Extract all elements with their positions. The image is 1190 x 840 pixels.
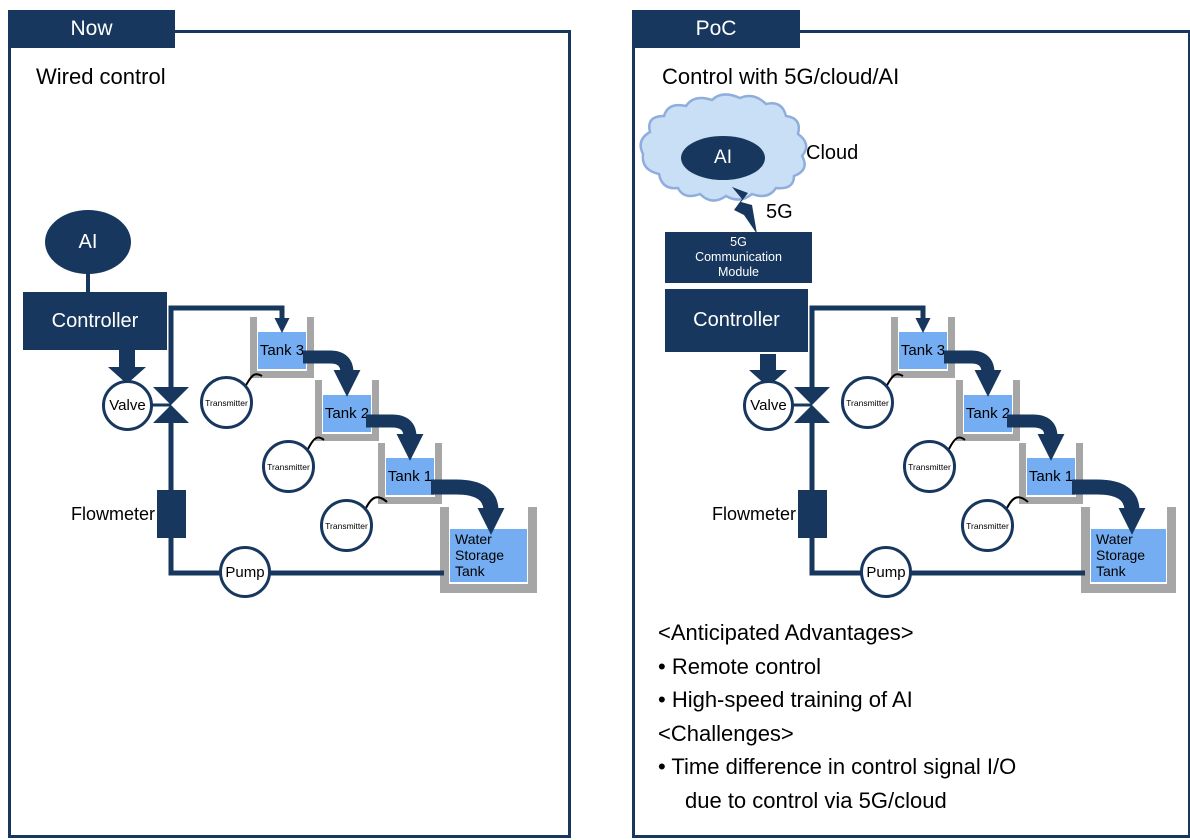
transmitter-label: Transmitter (267, 461, 310, 472)
poc-panel-title: Control with 5G/cloud/AI (662, 64, 900, 89)
module-label-line: Module (718, 265, 759, 279)
transmitter-label: Transmitter (205, 397, 248, 408)
tank-water: Tank 3 (258, 332, 306, 369)
tank-water: Tank 1 (386, 458, 434, 495)
now-tab-label: Now (70, 17, 113, 40)
tank-water: Water Storage Tank (450, 529, 527, 582)
transmitter-circle: Transmitter (262, 440, 315, 493)
storage-label-line: Water (1096, 531, 1133, 547)
tank-2: Tank 2 (956, 380, 1020, 441)
water-storage-tank: Water Storage Tank (440, 507, 537, 593)
tank-1: Tank 1 (1019, 443, 1083, 504)
flowmeter-label: Flowmeter (70, 504, 155, 524)
transmitter-circle: Transmitter (841, 376, 894, 429)
pump-circle: Pump (219, 546, 271, 598)
tank-2-label: Tank 2 (965, 405, 1011, 422)
cloud-label: Cloud (806, 142, 859, 164)
tank-3-label: Tank 3 (259, 342, 305, 359)
module-label-line: 5G (730, 235, 747, 249)
poc-tab-label: PoC (695, 17, 737, 40)
advantage-item: • Remote control (658, 653, 821, 679)
storage-label-line: Storage (1096, 547, 1146, 563)
tank-1-label: Tank 1 (387, 468, 433, 485)
storage-label-line: Tank (1096, 563, 1126, 579)
transmitter-label: Transmitter (846, 397, 889, 408)
5g-communication-module-box: 5G Communication Module (665, 232, 812, 283)
transmitter-circle: Transmitter (961, 499, 1014, 552)
tank-2: Tank 2 (315, 380, 379, 441)
advantages-header: <Anticipated Advantages> (658, 620, 914, 645)
tank-water: Tank 1 (1027, 458, 1075, 495)
transmitter-circle: Transmitter (320, 499, 373, 552)
controller-label: Controller (51, 309, 139, 332)
cloud-ai-node: AI (681, 136, 765, 180)
valve-label: Valve (750, 397, 787, 414)
advantage-item: • High-speed training of AI (658, 687, 913, 712)
storage-label-line: Storage (455, 547, 505, 563)
storage-label-line: Tank (455, 563, 485, 579)
challenge-item-continued: due to control via 5G/cloud (685, 787, 947, 813)
tank-water: Water Storage Tank (1091, 529, 1166, 582)
flowmeter-box (157, 490, 186, 538)
flowmeter-box (798, 490, 827, 538)
tank-1: Tank 1 (378, 443, 442, 504)
tank-3-label: Tank 3 (900, 342, 946, 359)
now-panel (8, 30, 571, 838)
poc-tab: PoC (632, 10, 800, 48)
tank-3: Tank 3 (891, 317, 955, 378)
transmitter-circle: Transmitter (200, 376, 253, 429)
tank-2-label: Tank 2 (324, 405, 370, 422)
tank-water: Tank 2 (964, 395, 1012, 432)
network-5g-label: 5G (766, 201, 793, 223)
transmitter-label: Transmitter (325, 520, 368, 531)
valve-circle: Valve (743, 380, 794, 431)
challenges-header: <Challenges> (658, 720, 794, 746)
tank-3: Tank 3 (250, 317, 314, 378)
valve-circle: Valve (102, 380, 153, 431)
controller-label: Controller (693, 309, 780, 331)
controller-box: Controller (665, 289, 808, 352)
water-storage-tank: Water Storage Tank (1081, 507, 1176, 593)
transmitter-label: Transmitter (966, 520, 1009, 531)
ai-label: AI (78, 230, 98, 253)
now-panel-title: Wired control (36, 64, 166, 89)
transmitter-circle: Transmitter (903, 440, 956, 493)
pump-circle: Pump (860, 546, 912, 598)
tank-water: Tank 3 (899, 332, 947, 369)
pump-label: Pump (866, 563, 906, 581)
storage-label-line: Water (455, 531, 492, 547)
poc-notes: <Anticipated Advantages> • Remote contro… (658, 616, 1016, 817)
flowmeter-label: Flowmeter (711, 504, 796, 524)
controller-box: Controller (23, 292, 167, 350)
pump-label: Pump (225, 563, 265, 581)
tank-water: Tank 2 (323, 395, 371, 432)
ai-node: AI (45, 210, 131, 274)
tank-1-label: Tank 1 (1028, 468, 1074, 485)
module-label-line: Communication (695, 250, 782, 264)
ai-label: AI (714, 147, 732, 168)
transmitter-label: Transmitter (908, 461, 951, 472)
challenge-item: • Time difference in control signal I/O (658, 754, 1017, 779)
now-tab: Now (8, 10, 175, 48)
valve-label: Valve (109, 397, 146, 414)
